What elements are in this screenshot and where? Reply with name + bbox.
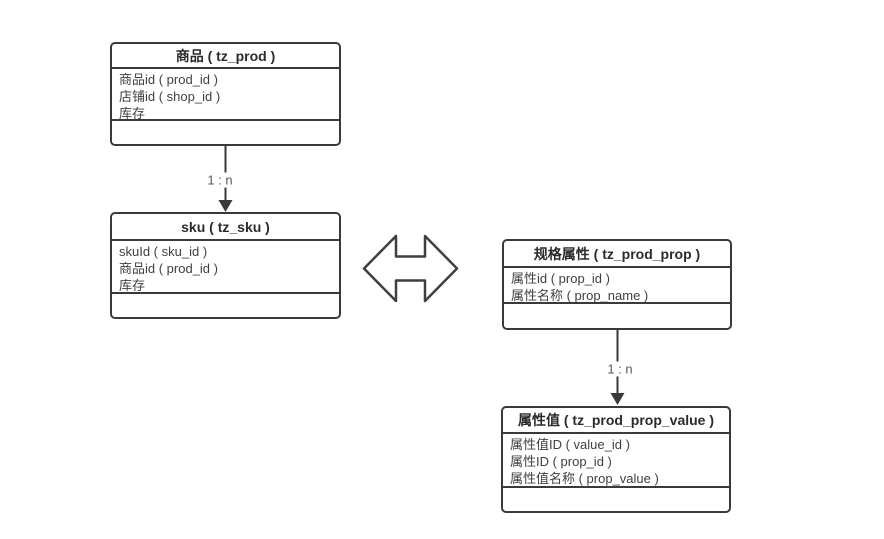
entity-footer [112, 121, 339, 144]
entity-footer [503, 488, 729, 511]
entity-field-list: 属性id ( prop_id ) 属性名称 ( prop_name ) [504, 268, 730, 304]
field-row: 库存 [119, 278, 146, 293]
field-row: 属性名称 ( prop_name ) [511, 288, 649, 303]
entity-field-list: 属性值ID ( value_id ) 属性ID ( prop_id ) 属性值名… [503, 434, 729, 488]
entity-title: 商品 ( tz_prod ) [112, 44, 339, 69]
field-row: skuId ( sku_id ) [119, 244, 208, 259]
entity-title: sku ( tz_sku ) [112, 214, 339, 241]
field-row: 属性ID ( prop_id ) [510, 454, 612, 469]
bidirectional-arrow-icon [362, 234, 459, 303]
field-row: 属性id ( prop_id ) [511, 271, 610, 286]
field-row: 商品id ( prod_id ) [119, 261, 218, 276]
entity-sku: sku ( tz_sku ) skuId ( sku_id ) 商品id ( p… [110, 212, 341, 319]
entity-footer [112, 294, 339, 317]
field-row: 店铺id ( shop_id ) [119, 89, 221, 104]
entity-title: 规格属性 ( tz_prod_prop ) [504, 241, 730, 268]
entity-prod: 商品 ( tz_prod ) 商品id ( prod_id ) 店铺id ( s… [110, 42, 341, 146]
field-row: 属性值ID ( value_id ) [510, 437, 630, 452]
relation-label-prod-sku: 1 : n [204, 172, 236, 188]
entity-title: 属性值 ( tz_prod_prop_value ) [503, 408, 729, 434]
arrowhead-down-icon [610, 393, 625, 405]
relation-label-prop-propvalue: 1 : n [604, 361, 636, 377]
entity-footer [504, 304, 730, 328]
arrowhead-down-icon [218, 200, 233, 212]
entity-field-list: 商品id ( prod_id ) 店铺id ( shop_id ) 库存 [112, 69, 339, 121]
field-row: 属性值名称 ( prop_value ) [510, 471, 659, 486]
field-row: 库存 [119, 106, 146, 121]
field-row: 商品id ( prod_id ) [119, 72, 218, 87]
entity-prod-prop-value: 属性值 ( tz_prod_prop_value ) 属性值ID ( value… [501, 406, 731, 513]
entity-prod-prop: 规格属性 ( tz_prod_prop ) 属性id ( prop_id ) 属… [502, 239, 732, 330]
entity-field-list: skuId ( sku_id ) 商品id ( prod_id ) 库存 [112, 241, 339, 294]
